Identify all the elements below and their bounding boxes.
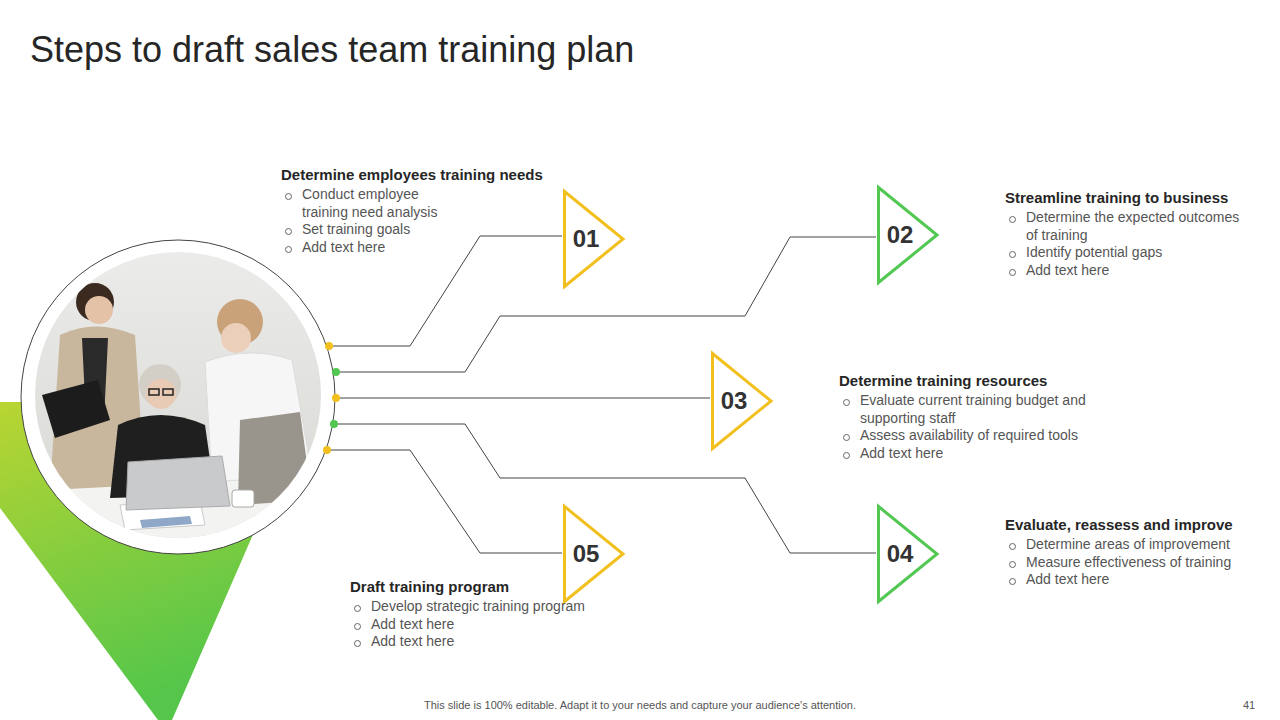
step-text: Evaluate, reassess and improveDetermine … (1005, 515, 1270, 589)
bullet-marker (1009, 578, 1016, 585)
bullet-row: Add text here (1005, 262, 1270, 280)
bullet-row: Determine areas of improvement (1005, 536, 1270, 554)
footer-caption: This slide is 100% editable. Adapt it to… (0, 699, 1280, 711)
bullet-marker (285, 246, 292, 253)
bullet-marker (285, 228, 292, 235)
photo-laptop (126, 456, 230, 510)
bullet-row: Add text here (350, 633, 615, 651)
step-number: 03 (714, 352, 754, 450)
step-node: 03 Determine training resourcesEvaluate c… (711, 352, 1109, 462)
bullet-marker (354, 640, 361, 647)
bullet-text: Evaluate current training budget and sup… (860, 392, 1109, 427)
outer-circle (21, 240, 335, 554)
slide-title: Steps to draft sales team training plan (30, 28, 634, 72)
dot (332, 394, 340, 402)
photo-face-left (85, 296, 113, 324)
bullet-marker (354, 605, 361, 612)
bullet-text: Add text here (860, 445, 943, 463)
leader-line (338, 424, 876, 553)
leader-line (331, 450, 562, 553)
bullet-row: Identify potential gaps (1005, 244, 1270, 262)
step-node: 01Determine employees training needsCond… (281, 165, 628, 288)
bullet-marker (285, 193, 292, 200)
bullet-marker (843, 452, 850, 459)
photo-face-right (221, 323, 251, 353)
bullet-row: Add text here (839, 445, 1109, 463)
step-number: 01 (566, 190, 606, 288)
photo-folder (42, 380, 110, 438)
bullet-text: Measure effectiveness of training (1026, 554, 1231, 572)
leader-line (340, 237, 876, 372)
bullet-text: Add text here (1026, 262, 1109, 280)
bullet-row: Add text here (1005, 571, 1270, 589)
dot (330, 420, 338, 428)
bullet-marker (354, 623, 361, 630)
connection-dots (323, 342, 340, 454)
step-heading: Evaluate, reassess and improve (1005, 515, 1270, 534)
step-heading: Determine training resources (839, 371, 1109, 390)
bullet-marker (843, 434, 850, 441)
dot (325, 342, 333, 350)
photo-face-center (146, 379, 176, 409)
bullet-row: Measure effectiveness of training (1005, 554, 1270, 572)
bullet-marker (1009, 543, 1016, 550)
step-text: Determine training resourcesEvaluate cur… (839, 371, 1109, 462)
bullet-row: Add text here (281, 239, 559, 257)
page-number: 41 (1243, 699, 1255, 711)
bullet-text: Add text here (371, 616, 454, 634)
step-heading: Streamline training to business (1005, 188, 1270, 207)
photo-chart (140, 516, 192, 528)
photo-wall (30, 245, 330, 545)
bullet-text: Determine the expected outcomes of train… (1026, 209, 1248, 244)
step-number: 02 (880, 186, 920, 284)
step-heading: Draft training program (350, 577, 615, 596)
leader-lines (331, 236, 876, 553)
step-text: Streamline training to businessDetermine… (1005, 188, 1270, 279)
bullet-row: Add text here (350, 616, 615, 634)
step-text: Draft training programDevelop strategic … (350, 577, 615, 651)
bullet-text: Add text here (371, 633, 454, 651)
bullet-text: Conduct employee training need analysis (302, 186, 457, 221)
bullet-text: Determine areas of improvement (1026, 536, 1230, 554)
bullet-marker (843, 399, 850, 406)
bullet-marker (1009, 251, 1016, 258)
bullet-row: Assess availability of required tools (839, 427, 1109, 445)
bullet-text: Add text here (1026, 571, 1109, 589)
bullet-text: Assess availability of required tools (860, 427, 1078, 445)
dot (332, 368, 340, 376)
step-node: 04 Evaluate, reassess and improveDetermin… (877, 505, 1270, 603)
step-heading: Determine employees training needs (281, 165, 559, 184)
bullet-row: Develop strategic training program (350, 598, 615, 616)
bullet-marker (1009, 269, 1016, 276)
bullet-row: Set training goals (281, 221, 559, 239)
bullet-text: Identify potential gaps (1026, 244, 1162, 262)
leader-line (340, 398, 710, 399)
photo-glasses (149, 389, 159, 395)
bullet-text: Set training goals (302, 221, 410, 239)
bullet-row: Conduct employee training need analysis (281, 186, 559, 221)
step-number: 04 (880, 505, 920, 603)
step-number: 05 (566, 505, 606, 603)
bullet-marker (1009, 216, 1016, 223)
photo-glasses (163, 389, 173, 395)
bullet-row: Evaluate current training budget and sup… (839, 392, 1109, 427)
bullet-text: Add text here (302, 239, 385, 257)
step-node: 02 Streamline training to businessDetermi… (877, 186, 1270, 284)
step-text: Determine employees training needsConduc… (281, 165, 559, 256)
dot (323, 446, 331, 454)
team-photo (30, 245, 330, 545)
step-node: 05Draft training programDevelop strategi… (350, 505, 628, 651)
photo-cup (232, 490, 254, 507)
bullet-text: Develop strategic training program (371, 598, 585, 616)
bullet-row: Determine the expected outcomes of train… (1005, 209, 1270, 244)
bullet-marker (1009, 561, 1016, 568)
